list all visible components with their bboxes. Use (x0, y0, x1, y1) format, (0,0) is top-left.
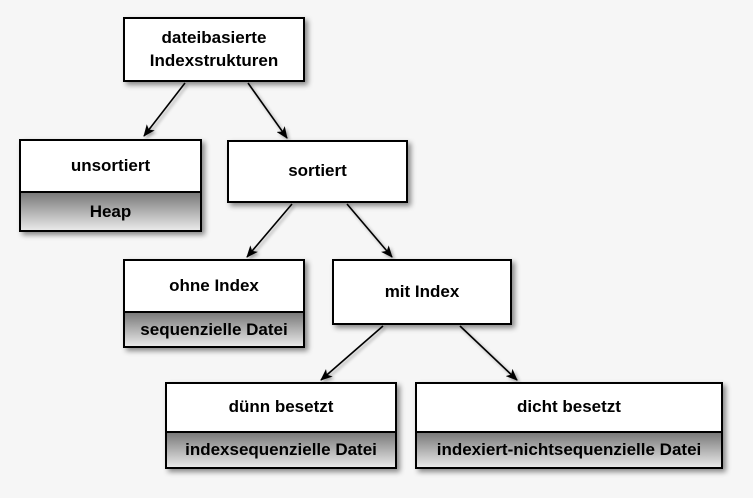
node-mit-index: mit Index (332, 259, 512, 325)
edge-root-to-sortiert (247, 82, 288, 139)
edge-mit_index-to-dicht (459, 325, 518, 381)
node-sublabel: indexsequenzielle Datei (167, 431, 395, 467)
node-dateibasierte-indexstrukturen: dateibasierte Indexstrukturen (123, 17, 305, 82)
node-sublabel: sequenzielle Datei (125, 311, 303, 346)
edge-root-to-unsortiert (143, 82, 186, 137)
node-label: mit Index (384, 281, 460, 301)
node-sublabel: Heap (21, 191, 200, 230)
node-label: sortiert (288, 161, 347, 181)
node-label: ohne Index (169, 275, 259, 295)
node-dicht-besetzt: dicht besetzt indexiert-nichtsequenziell… (415, 382, 723, 469)
node-label: dateibasierte Indexstrukturen (149, 27, 279, 70)
node-duenn-besetzt: dünn besetzt indexsequenzielle Datei (165, 382, 397, 469)
node-sortiert: sortiert (227, 140, 408, 203)
edge-sortiert-to-mit_index (346, 203, 393, 258)
node-ohne-index: ohne Index sequenzielle Datei (123, 259, 305, 348)
node-label: dicht besetzt (517, 397, 621, 417)
edge-sortiert-to-ohne_index (246, 203, 293, 258)
node-unsortiert: unsortiert Heap (19, 139, 202, 232)
node-sublabel: indexiert-nichtsequenzielle Datei (417, 431, 721, 467)
edge-mit_index-to-duenn (320, 325, 384, 381)
node-label: dünn besetzt (228, 397, 334, 417)
node-label: unsortiert (70, 155, 151, 175)
